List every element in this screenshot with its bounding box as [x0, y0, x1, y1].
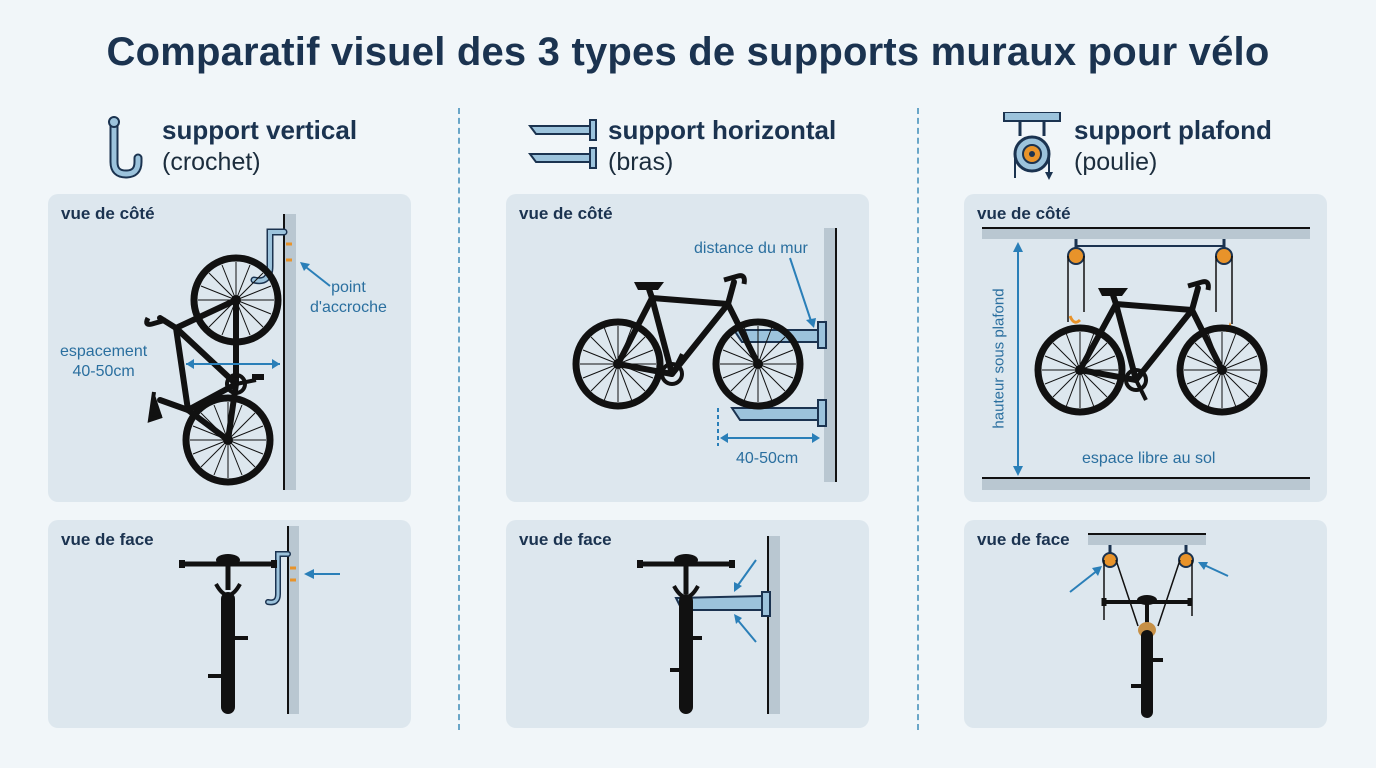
annotation-measure: 40-50cm: [736, 450, 799, 467]
panel-label: vue de côté: [977, 204, 1071, 223]
ceiling-front-illustration: [1069, 533, 1229, 718]
column-title: support vertical: [162, 115, 358, 145]
bike-front: [1101, 595, 1193, 718]
bike-front: [637, 554, 735, 714]
pulley: [1178, 552, 1194, 568]
arm-bottom: [730, 407, 821, 421]
pointer-arrow: [735, 617, 757, 643]
panel-label: vue de face: [977, 530, 1070, 549]
annotation-spacing: espacement 40-50cm: [60, 343, 148, 380]
page-title: Comparatif visuel des 3 types de support…: [106, 30, 1270, 74]
arms-icon: [528, 119, 597, 169]
annotation-point: point d'accroche: [310, 279, 387, 316]
annotation-height: hauteur sous plafond: [990, 288, 1008, 429]
ceiling: [982, 228, 1310, 239]
wall: [288, 526, 299, 714]
pointer-arrow: [735, 559, 757, 589]
annotation-floor: espace libre au sol: [1082, 450, 1216, 467]
annotation-distance: distance du mur: [694, 240, 808, 257]
panel-label: vue de face: [61, 530, 154, 549]
column-divider: [917, 108, 919, 730]
vertical-side-illustration: [144, 214, 331, 490]
horizontal-front-illustration: [637, 536, 780, 714]
bike: [572, 273, 804, 410]
panel-label: vue de côté: [519, 204, 613, 223]
floor: [982, 478, 1310, 490]
column-header-vertical: support vertical (crochet): [100, 112, 430, 184]
pointer-arrow: [1201, 563, 1229, 577]
panel-ceiling-front: vue de face: [964, 520, 1327, 728]
column-title: support plafond: [1074, 115, 1272, 145]
pointer-arrow: [789, 257, 813, 325]
ceiling-side-illustration: [982, 227, 1310, 490]
wall: [768, 536, 780, 714]
column-subtitle: (crochet): [162, 148, 261, 176]
bike-front: [179, 554, 277, 714]
panel-horizontal-side: vue de côté: [506, 194, 869, 502]
panel-horizontal-front: vue de face: [506, 520, 869, 728]
column-title: support horizontal: [608, 115, 837, 145]
pulley: [1102, 552, 1118, 568]
panel-label: vue de côté: [61, 204, 155, 223]
hook-icon: [108, 116, 143, 179]
wall: [824, 228, 836, 482]
pulley: [1215, 247, 1233, 265]
panel-label: vue de face: [519, 530, 612, 549]
horizontal-side-illustration: [572, 228, 837, 482]
pulley-icon: [1003, 112, 1061, 180]
panel-vertical-front: vue de face: [48, 520, 411, 728]
column-header-ceiling: support plafond (poulie): [1002, 112, 1332, 184]
bike: [1034, 279, 1268, 416]
panel-vertical-side: vue de côté: [48, 194, 411, 502]
column-subtitle: (poulie): [1074, 148, 1158, 176]
bike: [144, 254, 282, 486]
pointer-arrow: [1069, 569, 1099, 593]
column-subtitle: (bras): [608, 148, 674, 176]
column-header-horizontal: support horizontal (bras): [526, 112, 856, 184]
vertical-front-illustration: [179, 526, 340, 714]
wall: [284, 214, 296, 490]
pulley: [1067, 247, 1085, 265]
ceiling: [1088, 534, 1206, 545]
column-divider: [458, 108, 460, 730]
panel-ceiling-side: vue de côté: [964, 194, 1327, 502]
